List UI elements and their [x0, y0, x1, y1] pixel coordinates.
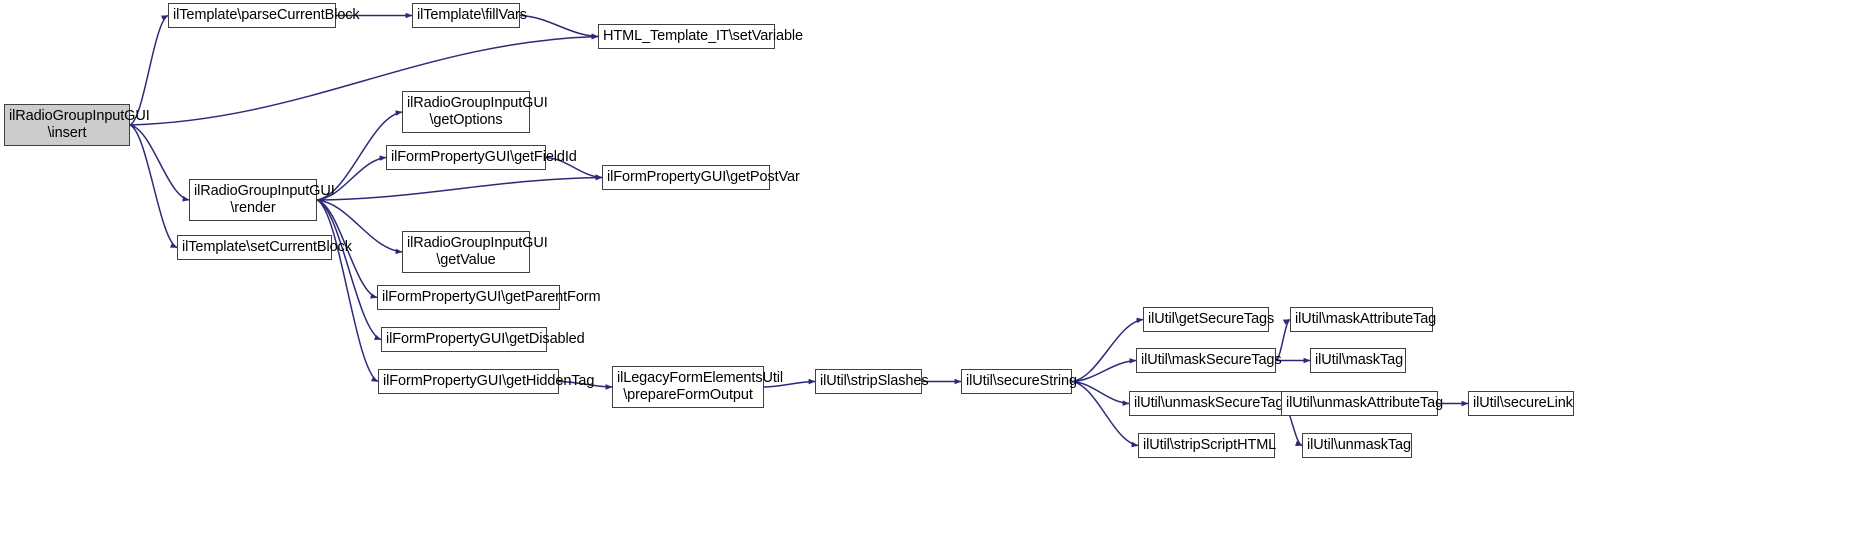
graph-node-label: ilRadioGroupInputGUI \insert: [9, 108, 150, 141]
graph-node-label: ilFormPropertyGUI\getParentForm: [382, 289, 601, 305]
graph-node-label: ilFormPropertyGUI\getFieldId: [391, 149, 577, 165]
graph-node-label: ilTemplate\setCurrentBlock: [182, 239, 352, 255]
graph-node-insert[interactable]: ilRadioGroupInputGUI \insert: [4, 104, 150, 146]
graph-node-maskAttributeTag[interactable]: ilUtil\maskAttributeTag: [1290, 307, 1437, 332]
graph-node-label: ilUtil\secureString: [966, 373, 1077, 389]
graph-node-getOptions[interactable]: ilRadioGroupInputGUI \getOptions: [402, 91, 548, 133]
graph-node-maskTag[interactable]: ilUtil\maskTag: [1310, 348, 1406, 373]
graph-node-label: ilUtil\unmaskTag: [1307, 437, 1411, 453]
graph-node-unmaskTag[interactable]: ilUtil\unmaskTag: [1302, 433, 1412, 458]
graph-node-label: ilFormPropertyGUI\getHiddenTag: [383, 373, 595, 389]
graph-node-label: ilRadioGroupInputGUI \getValue: [407, 235, 548, 268]
graph-edge-secureString-to-maskSecureTags: [1071, 358, 1137, 383]
graph-node-label: ilUtil\unmaskAttributeTag: [1286, 395, 1444, 411]
graph-node-render[interactable]: ilRadioGroupInputGUI \render: [189, 179, 335, 221]
graph-node-unmaskAttributeTag[interactable]: ilUtil\unmaskAttributeTag: [1281, 391, 1444, 416]
graph-node-label: ilFormPropertyGUI\getPostVar: [607, 169, 800, 185]
graph-edge-insert-to-render: [129, 124, 190, 202]
graph-node-label: ilUtil\getSecureTags: [1148, 311, 1275, 327]
graph-node-maskSecureTags[interactable]: ilUtil\maskSecureTags: [1136, 348, 1282, 373]
graph-node-label: ilUtil\secureLink: [1473, 395, 1573, 411]
graph-node-label: ilUtil\stripSlashes: [820, 373, 929, 389]
graph-node-getHiddenTag[interactable]: ilFormPropertyGUI\getHiddenTag: [378, 369, 595, 394]
graph-edge-render-to-getPostVar: [316, 174, 603, 201]
graph-node-label: ilFormPropertyGUI\getDisabled: [386, 331, 585, 347]
graph-node-label: ilTemplate\fillVars: [417, 7, 527, 23]
graph-node-label: ilUtil\stripScriptHTML: [1143, 437, 1277, 453]
graph-node-getParentForm[interactable]: ilFormPropertyGUI\getParentForm: [377, 285, 601, 310]
graph-edge-render-to-getHiddenTag: [316, 199, 379, 383]
graph-node-stripScriptHTML[interactable]: ilUtil\stripScriptHTML: [1138, 433, 1277, 458]
graph-node-stripSlashes[interactable]: ilUtil\stripSlashes: [815, 369, 929, 394]
graph-node-prepareFormOutput[interactable]: ilLegacyFormElementsUtil \prepareFormOut…: [612, 366, 784, 408]
graph-node-label: ilLegacyFormElementsUtil \prepareFormOut…: [617, 370, 784, 403]
graph-node-fillVars[interactable]: ilTemplate\fillVars: [412, 3, 527, 28]
graph-node-getDisabled[interactable]: ilFormPropertyGUI\getDisabled: [381, 327, 585, 352]
graph-node-label: ilUtil\maskTag: [1315, 352, 1404, 368]
graph-node-secureLink[interactable]: ilUtil\secureLink: [1468, 391, 1574, 416]
graph-node-getSecureTags[interactable]: ilUtil\getSecureTags: [1143, 307, 1275, 332]
graph-node-unmaskSecureTags[interactable]: ilUtil\unmaskSecureTags: [1129, 391, 1291, 416]
graph-node-label: ilUtil\maskAttributeTag: [1295, 311, 1437, 327]
graph-node-label: ilRadioGroupInputGUI \getOptions: [407, 95, 548, 128]
graph-node-getValue[interactable]: ilRadioGroupInputGUI \getValue: [402, 231, 548, 273]
graph-edge-fillVars-to-setVariable: [519, 14, 599, 40]
graph-edge-secureString-to-getSecureTags: [1071, 317, 1144, 383]
graph-edge-insert-to-setCurrentBlock: [129, 124, 178, 249]
graph-node-label: ilTemplate\parseCurrentBlock: [173, 7, 360, 23]
graph-node-setVariable[interactable]: HTML_Template_IT\setVariable: [598, 24, 804, 49]
graph-edge-secureString-to-unmaskSecureTags: [1071, 380, 1130, 406]
graph-node-parseCurrentBlock[interactable]: ilTemplate\parseCurrentBlock: [168, 3, 360, 28]
graph-node-getPostVar[interactable]: ilFormPropertyGUI\getPostVar: [602, 165, 800, 190]
graph-node-label: ilRadioGroupInputGUI \render: [194, 183, 335, 216]
graph-node-label: HTML_Template_IT\setVariable: [603, 28, 804, 44]
graph-node-label: ilUtil\maskSecureTags: [1141, 352, 1282, 368]
graph-node-secureString[interactable]: ilUtil\secureString: [961, 369, 1077, 394]
graph-node-setCurrentBlock[interactable]: ilTemplate\setCurrentBlock: [177, 235, 352, 260]
graph-node-label: ilUtil\unmaskSecureTags: [1134, 395, 1291, 411]
graph-node-getFieldId[interactable]: ilFormPropertyGUI\getFieldId: [386, 145, 577, 170]
graph-edge-render-to-getDisabled: [316, 199, 382, 341]
